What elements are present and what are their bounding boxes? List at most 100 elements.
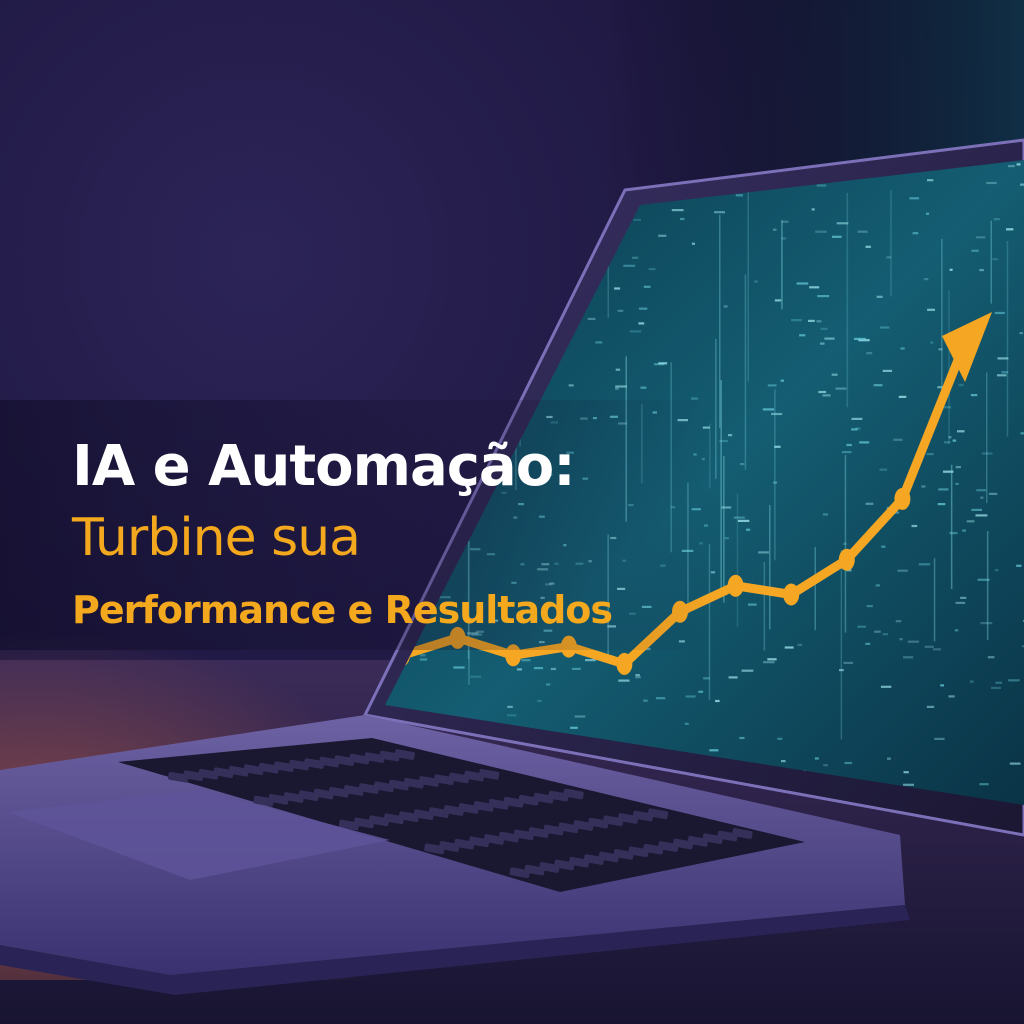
screen-code-mark xyxy=(881,545,886,548)
screen-code-mark xyxy=(550,667,557,671)
screen-code-mark xyxy=(419,654,426,657)
screen-code-mark xyxy=(975,514,988,517)
screen-code-mark xyxy=(814,757,819,760)
screen-code-mark xyxy=(988,492,998,495)
screen-code-mark xyxy=(843,661,854,664)
screen-code-mark xyxy=(943,470,954,473)
screen-code-mark xyxy=(728,676,738,679)
screen-code-mark xyxy=(938,348,943,351)
screen-code-mark xyxy=(981,452,993,455)
screen-code-mark xyxy=(615,385,627,388)
screen-code-mark xyxy=(882,369,893,372)
screen-code-mark xyxy=(633,218,641,221)
headline-title: IA e Automação: xyxy=(72,434,576,499)
screen-code-mark xyxy=(887,757,891,760)
screen-code-column xyxy=(948,290,950,445)
keyboard-key xyxy=(318,756,340,768)
keyboard-key xyxy=(167,771,189,783)
screen-code-mark xyxy=(763,661,775,664)
screen-code-mark xyxy=(507,714,517,717)
screen-code-mark xyxy=(632,256,639,259)
screen-code-mark xyxy=(771,412,783,416)
keyboard-key xyxy=(647,808,669,820)
screen-code-mark xyxy=(691,397,698,400)
screen-code-mark xyxy=(1008,679,1020,682)
screen-code-mark xyxy=(970,394,978,397)
screen-code-mark xyxy=(1022,619,1024,622)
screen-code-mark xyxy=(546,683,551,686)
screen-code-mark xyxy=(851,417,863,420)
screen-code-mark xyxy=(903,771,909,774)
screen-code-mark xyxy=(638,307,648,310)
headline-tagline: Performance e Resultados xyxy=(72,588,613,632)
screen-code-mark xyxy=(585,659,596,662)
screen-code-column xyxy=(844,455,847,633)
screen-code-mark xyxy=(897,569,908,572)
screen-code-mark xyxy=(1016,564,1022,567)
screen-code-mark xyxy=(767,658,777,661)
screen-code-mark xyxy=(714,211,725,214)
screen-code-mark xyxy=(658,362,668,365)
trend-point xyxy=(838,548,855,571)
screen-code-mark xyxy=(816,320,822,323)
screen-code-column xyxy=(814,547,816,631)
screen-code-column xyxy=(950,464,953,590)
screen-code-mark xyxy=(781,220,789,223)
screen-code-mark xyxy=(930,341,934,344)
screen-code-mark xyxy=(882,633,888,636)
screen-code-mark xyxy=(918,563,931,566)
screen-code-mark xyxy=(949,532,958,535)
keyboard-key xyxy=(394,749,415,760)
screen-code-mark xyxy=(926,705,935,708)
screen-code-mark xyxy=(470,675,482,678)
screen-code-mark xyxy=(980,496,984,499)
keyboard-key xyxy=(258,762,280,774)
screen-code-mark xyxy=(932,648,941,651)
screen-code-mark xyxy=(816,184,827,187)
headline-subtitle: Turbine sua xyxy=(72,508,361,568)
screen-code-mark xyxy=(595,341,603,344)
keyboard-key xyxy=(183,770,204,782)
screen-code-mark xyxy=(879,468,888,471)
screen-code-mark xyxy=(903,783,914,786)
screen-code-mark xyxy=(843,542,847,545)
screen-code-mark xyxy=(516,668,522,671)
screen-code-mark xyxy=(796,282,809,285)
screen-code-column xyxy=(744,274,747,470)
screen-code-column xyxy=(846,192,849,408)
screen-code-mark xyxy=(854,337,866,340)
screen-code-mark xyxy=(937,503,946,506)
keyboard-key xyxy=(213,767,234,779)
screen-code-mark xyxy=(820,342,825,345)
screen-code-mark xyxy=(836,222,849,225)
screen-code-mark xyxy=(911,524,918,528)
screen-code-mark xyxy=(703,677,710,680)
screen-code-mark xyxy=(617,309,624,312)
screen-code-mark xyxy=(993,218,1000,221)
screen-code-mark xyxy=(841,451,852,454)
screen-code-mark xyxy=(886,256,892,259)
screen-code-mark xyxy=(934,737,945,740)
screen-code-mark xyxy=(927,179,934,182)
screen-code-mark xyxy=(966,520,975,523)
screen-code-mark xyxy=(643,699,648,702)
screen-code-mark xyxy=(865,245,871,248)
screen-code-mark xyxy=(987,656,995,659)
screen-code-mark xyxy=(781,237,787,240)
screen-code-mark xyxy=(1020,183,1024,186)
screen-code-mark xyxy=(851,428,858,431)
screen-code-mark xyxy=(618,679,630,682)
screen-code-mark xyxy=(880,685,892,688)
screen-code-mark xyxy=(635,676,641,679)
screen-code-mark xyxy=(741,669,754,672)
screen-code-mark xyxy=(1022,645,1024,648)
screen-code-mark xyxy=(940,406,952,409)
screen-code-mark xyxy=(866,352,873,355)
screen-code-mark xyxy=(735,194,743,197)
screen-code-mark xyxy=(895,620,902,623)
laptop-touchpad xyxy=(8,790,390,880)
screen-code-column xyxy=(986,372,988,503)
screen-code-mark xyxy=(991,686,1001,689)
screen-code-mark xyxy=(1008,165,1015,168)
